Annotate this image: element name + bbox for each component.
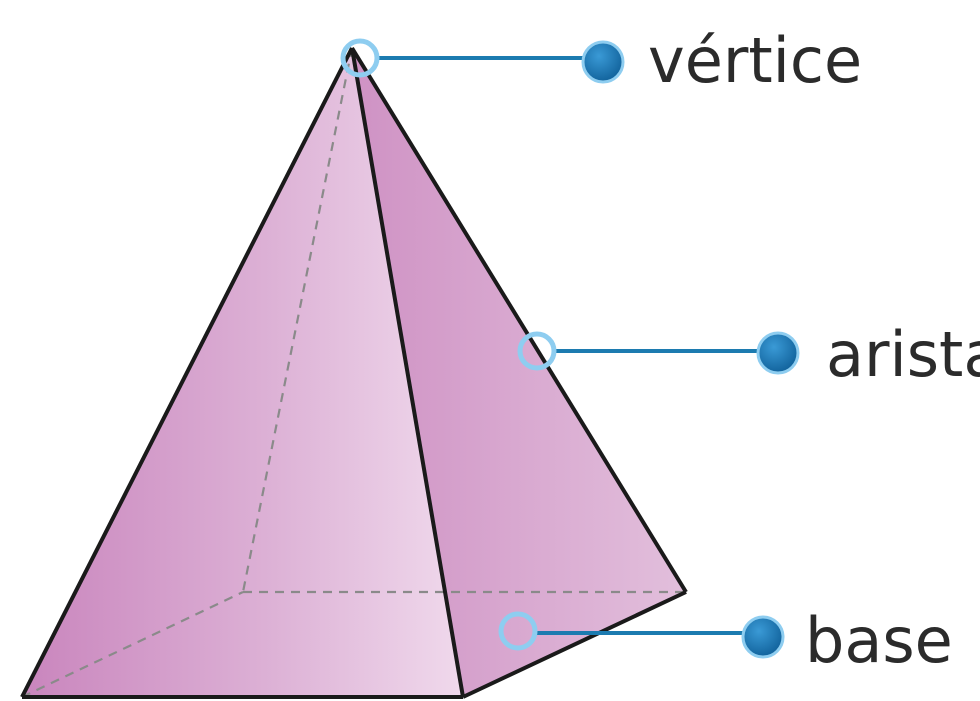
callout-base: base [498, 604, 953, 677]
front-face [22, 48, 463, 697]
visible-edges [20, 46, 688, 699]
edge-base-right [462, 590, 687, 699]
dot-marker-base [741, 615, 785, 659]
dot-marker-vertex [581, 40, 625, 84]
edge-left [20, 47, 354, 698]
callout-vertex: vértice [340, 24, 862, 97]
label-edge: arista [826, 318, 980, 391]
edge-right [350, 46, 688, 594]
edge-front [350, 47, 465, 698]
hidden-edge-back-left [21, 591, 244, 698]
ring-marker-vertex [340, 38, 380, 78]
label-base: base [805, 604, 953, 677]
hidden-edges [21, 47, 686, 698]
hidden-edge-apex [241, 47, 354, 593]
ring-marker-base [498, 611, 538, 651]
ring-marker-edge [517, 331, 557, 371]
dot-marker-edge [756, 331, 800, 375]
label-vertex: vértice [648, 24, 862, 97]
pyramid [20, 46, 688, 699]
callout-edge: arista [517, 318, 980, 391]
